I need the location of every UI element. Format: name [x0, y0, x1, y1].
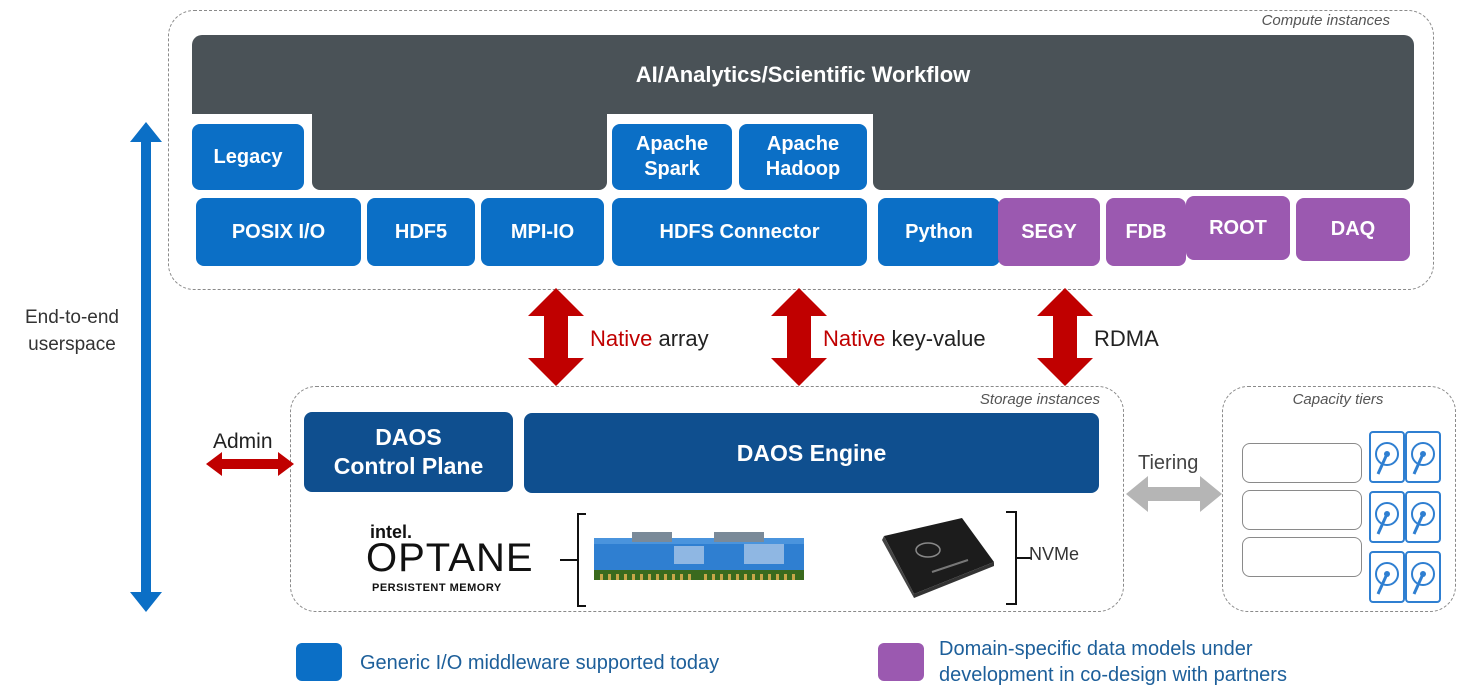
nvme-bracket: [1006, 511, 1032, 605]
apache-spark-box: Apache Spark: [612, 124, 732, 190]
end-to-end-arrow: [130, 122, 162, 612]
compute-instances-region: [168, 10, 1434, 290]
nvme-ssd-image: [882, 518, 994, 598]
apache-hadoop-label: Apache Hadoop: [765, 133, 841, 180]
daos-control-plane: DAOS Control Plane: [304, 412, 513, 492]
arrow-rdma: [1037, 288, 1093, 386]
end-to-end-label: End-to-end userspace: [24, 307, 119, 355]
intel-optane-logo: intel. OPTANE PERSISTENT MEMORY: [366, 522, 550, 597]
apache-hadoop-box: Apache Hadoop: [739, 124, 867, 190]
apache-spark-label: Apache Spark: [635, 133, 709, 180]
middleware-daq: DAQ: [1296, 198, 1410, 261]
legend-domain-text: Domain-specific data models under develo…: [939, 638, 1287, 686]
tiering-label: Tiering: [1138, 452, 1199, 474]
admin-arrow: [206, 452, 294, 476]
capacity-tiers-label: Capacity tiers: [1292, 391, 1384, 408]
native-word: Native: [823, 326, 886, 351]
intel-word: intel.: [370, 522, 413, 542]
legend-domain-swatch: [878, 643, 924, 681]
arrow-label-native-key-value: Native key-value: [823, 326, 986, 352]
arrow-native-key-value: [771, 288, 827, 386]
capacity-drive-2: [1242, 490, 1362, 530]
middleware-fdb: FDB: [1106, 198, 1186, 266]
arrow-label-rdma: RDMA: [1094, 326, 1159, 351]
middleware-posix-io: POSIX I/O: [196, 198, 361, 266]
arrow-label-native-array: Native array: [590, 326, 709, 352]
storage-instances-region: [290, 386, 1124, 612]
capacity-drive-1: [1242, 443, 1362, 483]
middleware-mpi-io: MPI-IO: [481, 198, 604, 266]
optane-word: OPTANE: [366, 536, 534, 580]
pmem-bracket: [560, 513, 586, 607]
legend-generic-text: Generic I/O middleware supported today: [360, 652, 720, 674]
legend-generic-swatch: [296, 643, 342, 681]
capacity-drive-3: [1242, 537, 1362, 577]
daos-engine: DAOS Engine: [524, 413, 1099, 493]
compute-instances-label: Compute instances: [1261, 12, 1390, 29]
middleware-root: ROOT: [1186, 196, 1290, 260]
middleware-segy: SEGY: [998, 198, 1100, 266]
hdd-icon-grid: [1368, 430, 1442, 604]
workflow-block-part: [873, 108, 1414, 190]
native-word: Native: [590, 326, 653, 351]
array-word: array: [658, 326, 709, 351]
middleware-python: Python: [878, 198, 1000, 266]
arrow-native-array: [528, 288, 584, 386]
workflow-title: AI/Analytics/Scientific Workflow: [635, 62, 971, 87]
workflow-block: [192, 35, 1414, 114]
storage-instances-label: Storage instances: [979, 391, 1100, 408]
middleware-hdf5: HDF5: [367, 198, 475, 266]
workflow-block-part: [312, 108, 607, 190]
capacity-tiers-region: [1222, 386, 1456, 612]
tiering-arrow: [1126, 476, 1222, 512]
nvme-label: NVMe: [1029, 544, 1080, 564]
key-value-word: key-value: [891, 326, 986, 351]
memory-module-image: [594, 532, 804, 580]
legacy-box: Legacy: [192, 124, 304, 190]
middleware-hdfs-connector: HDFS Connector: [612, 198, 867, 266]
pmem-word: PERSISTENT MEMORY: [372, 582, 502, 594]
admin-label: Admin: [213, 430, 273, 453]
